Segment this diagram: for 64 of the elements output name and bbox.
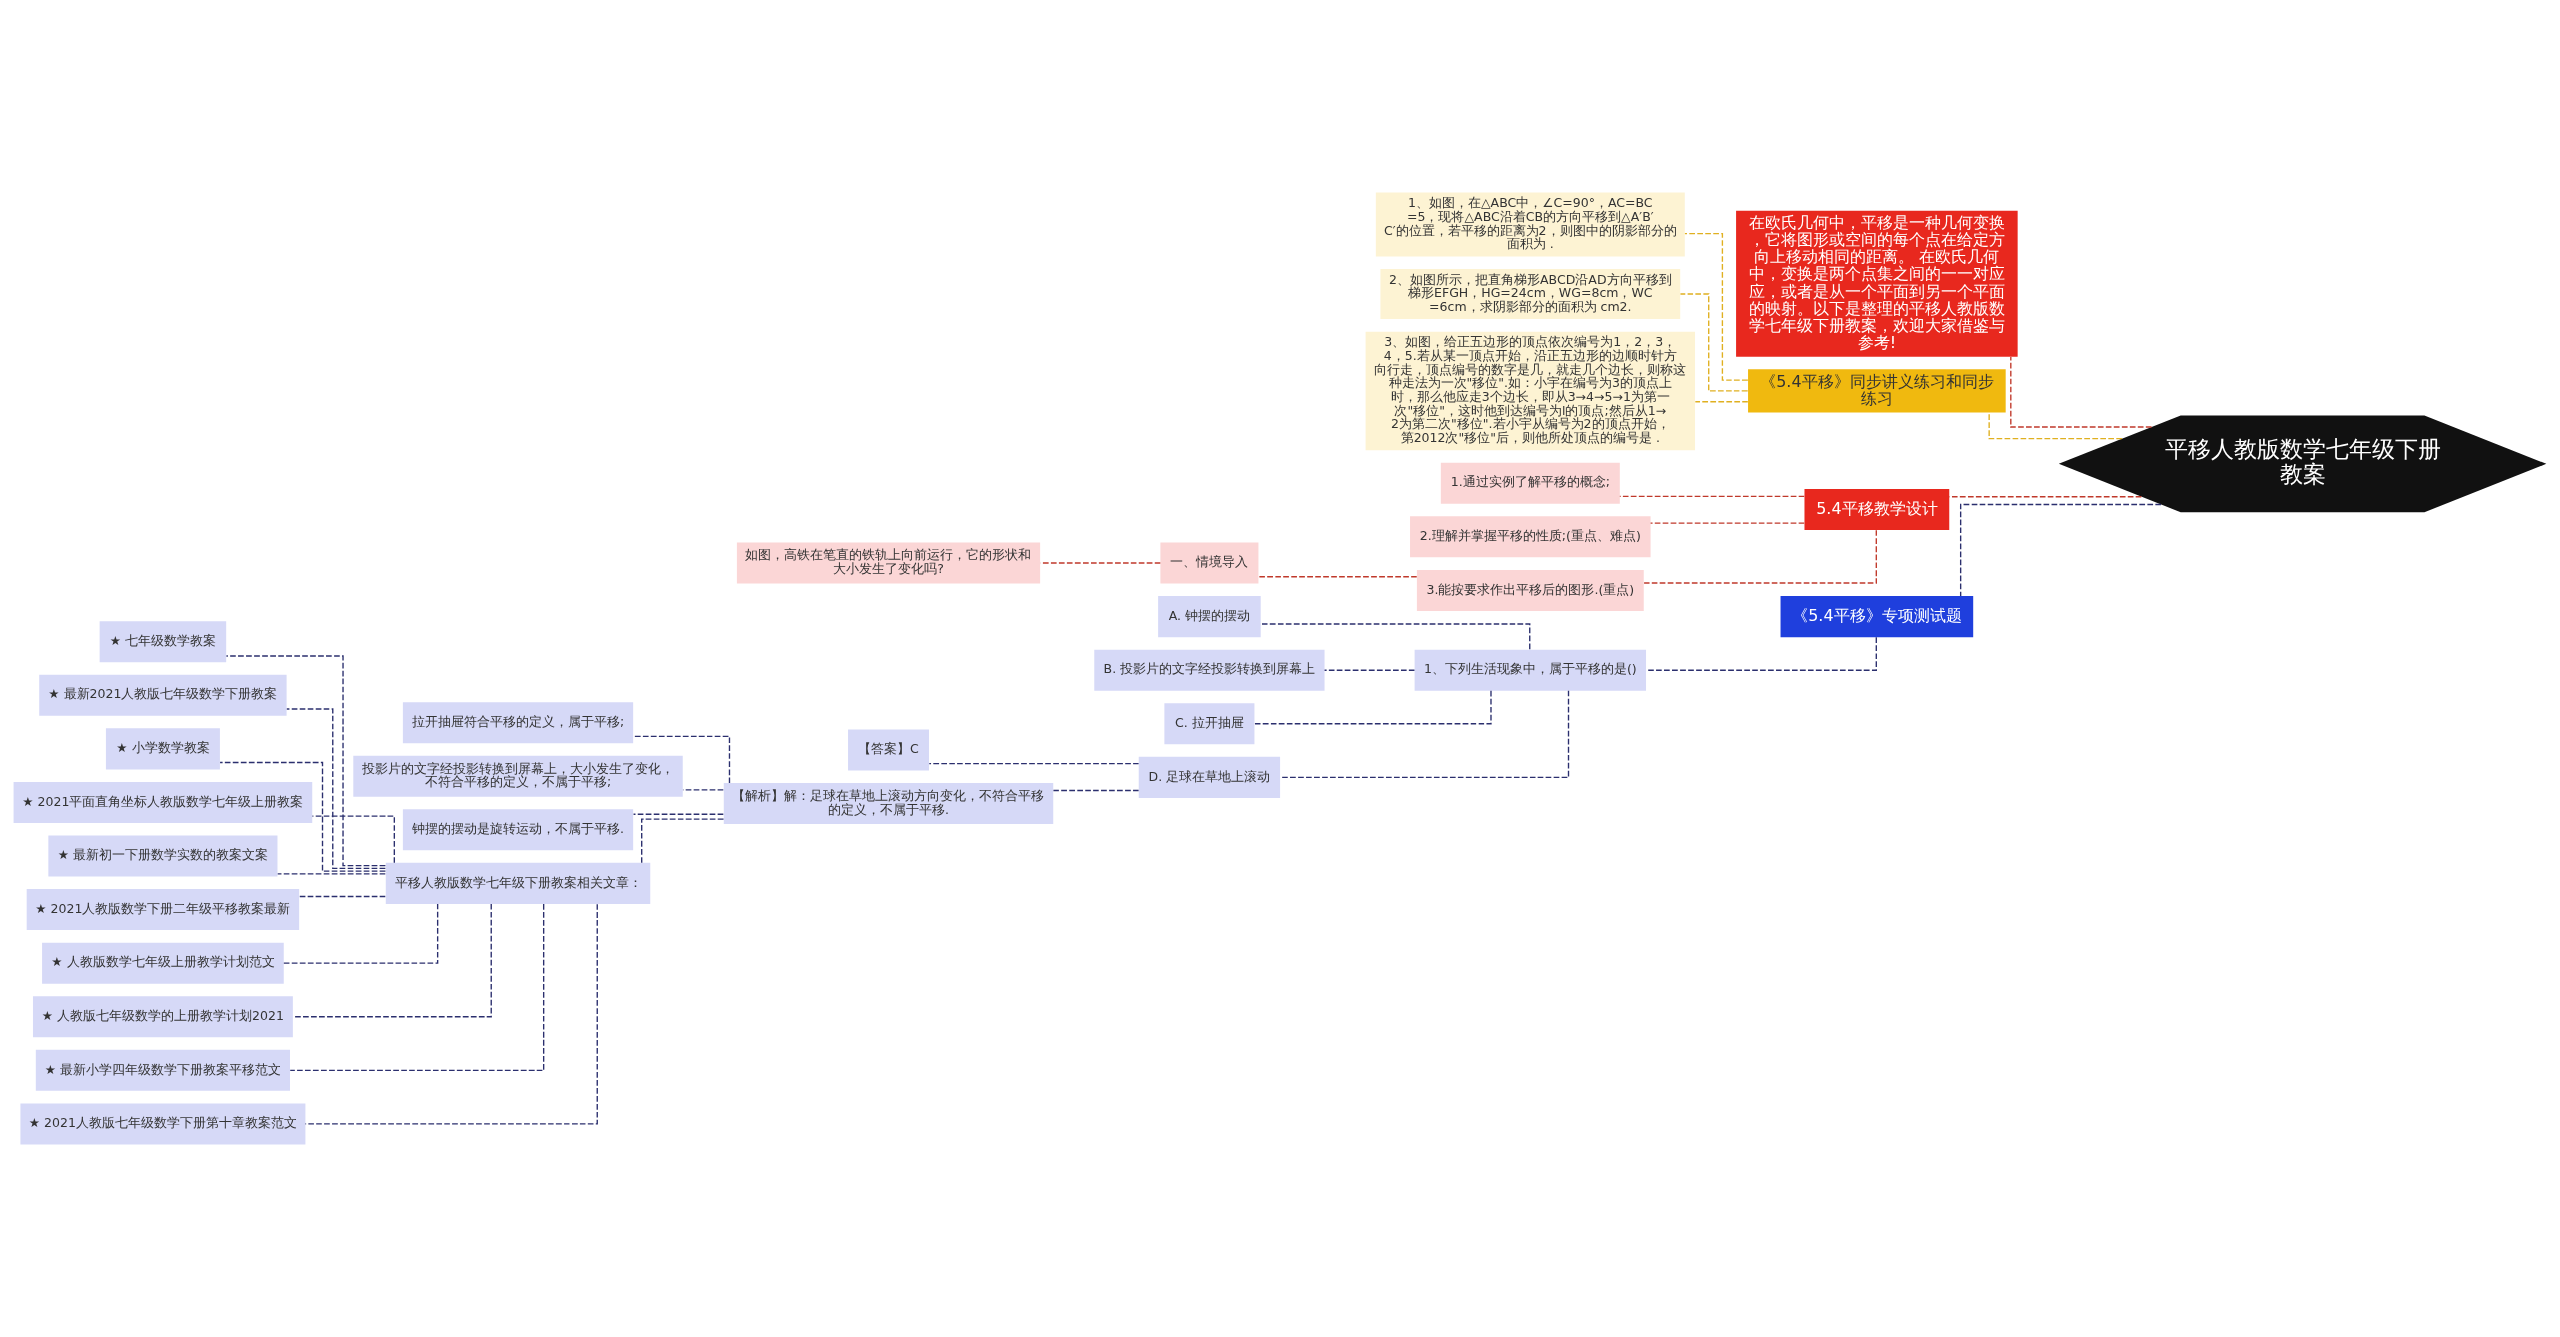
- node-box: ★ 小学数学教案: [105, 728, 220, 770]
- connector: [1039, 562, 1161, 564]
- node-box: 5.4平移教学设计: [1804, 488, 1950, 530]
- node-box: 1.通过实例了解平移的概念;: [1440, 462, 1620, 504]
- node-box: 1、如图，在△ABC中，∠C=90°，AC=BC=5，现将△ABC沿着CB的方向平移到△A′B′C′的位置，若平移的距离为2，则图中的阴影部分的面积为 .: [1375, 192, 1685, 257]
- connector: [1694, 401, 1749, 403]
- node-box: ★ 最新小学四年级数学下册教案平移范文: [35, 1049, 290, 1091]
- node-box: 2、如图所示，把直角梯形ABCD沿AD方向平移到梯形EFGH，HG=24cm，WG=8cm，WC=6cm，求阴影部分的面积为 cm2.: [1380, 268, 1681, 320]
- node-box: 【答案】C: [848, 729, 929, 771]
- node-box: ★ 七年级数学教案: [99, 621, 227, 663]
- connector: [1649, 522, 1805, 524]
- connector: [1619, 495, 1805, 498]
- connector: [928, 763, 1140, 765]
- connector: [1052, 789, 1140, 792]
- node-box: A. 钟摆的摆动: [1158, 596, 1261, 638]
- node-box: 3、如图，给正五边形的顶点依次编号为1，2，3，4，5.若从某一顶点开始，沿正五边形的边顺时针方向行走，顶点编号的数字是几，就走几个边长，则称这种走法为一次"移位".如：小宇在编号为3的顶点上时，那么他应走3个边长，即从3→4→5→1为第一次"移位"，这时他到达编号为l的顶点;然后从1→2为第二次"移位".若小宇从编号为2的顶点开始，第2012次"移位"后，则他所处顶点的编号是 .: [1365, 331, 1696, 451]
- node-box: 2.理解并掌握平移的性质;(重点、难点): [1410, 516, 1651, 558]
- connector: [289, 903, 545, 1072]
- node-box: B. 投影片的文字经投影转换到屏幕上: [1094, 649, 1325, 691]
- connector: [298, 895, 386, 898]
- node-box: ★ 人教版七年级数学的上册教学计划2021: [32, 996, 293, 1038]
- connector: [2010, 356, 2153, 428]
- node-box: 3.能按要求作出平移后的图形.(重点): [1416, 569, 1644, 611]
- node-box: ★ 最新2021人教版七年级数学下册教案: [39, 674, 287, 716]
- connector: [219, 761, 387, 872]
- node-box: 平移人教版数学七年级下册教案相关文章：: [385, 862, 651, 904]
- node-box: 《5.4平移》同步讲义练习和同步练习: [1748, 369, 2006, 413]
- node-box: D. 足球在草地上滚动: [1138, 756, 1281, 798]
- connector: [632, 813, 724, 815]
- node-box: 在欧氏几何中，平移是一种几何变换，它将图形或空间的每个点在给定方向上移动相同的距离。 在欧氏几何中，变换是两个点集之间的一一对应应，或者是从一个平面到另一个平面的映射。以下是整理的平移人教版数学七年级下册教案，欢迎大家借鉴与参考!: [1736, 210, 2018, 357]
- connector: [1679, 293, 1749, 392]
- node-box: 一、情境导入: [1160, 542, 1259, 584]
- connector: [1279, 690, 1570, 779]
- connector: [311, 815, 395, 864]
- node-box: ★ 人教版数学七年级上册教学计划范文: [42, 942, 284, 984]
- node-box: 投影片的文字经投影转换到屏幕上，大小发生了变化，不符合平移的定义，不属于平移;: [353, 755, 683, 797]
- connector: [1253, 690, 1492, 725]
- node-box: 拉开抽屉符合平移的定义，属于平移;: [402, 702, 634, 744]
- node-box: 《5.4平移》专项测试题: [1780, 596, 1974, 638]
- node-box: ★ 最新初一下册数学实数的教案文案: [48, 835, 278, 877]
- node-box: 钟摆的摆动是旋转运动，不属于平移.: [402, 809, 634, 851]
- connector: [1258, 576, 1418, 578]
- connector: [1323, 669, 1416, 671]
- connector: [1959, 503, 2162, 597]
- node-box: ★ 2021平面直角坐标人教版数学七年级上册教案: [13, 781, 313, 823]
- connector: [286, 708, 387, 870]
- node-box: ★ 2021人教版数学下册二年级平移教案最新: [26, 889, 300, 931]
- connector: [1643, 529, 1877, 584]
- connector: [292, 903, 492, 1018]
- node-box: 【解析】解：足球在草地上滚动方向变化，不符合平移的定义，不属于平移.: [723, 783, 1054, 825]
- connector: [283, 903, 439, 964]
- node-box: 1、下列生活现象中，属于平移的是(): [1414, 649, 1646, 691]
- connector: [1645, 636, 1877, 671]
- connector: [632, 735, 731, 784]
- connector: [1988, 412, 2123, 440]
- node-box: 如图，高铁在笔直的铁轨上向前运行，它的形状和大小发生了变化吗?: [736, 542, 1041, 584]
- node-box: C. 拉开抽屉: [1164, 703, 1255, 745]
- connector: [304, 903, 598, 1125]
- node-box: ★ 2021人教版七年级数学下册第十章教案范文: [20, 1103, 306, 1145]
- connector: [1948, 496, 2142, 498]
- connector: [1684, 232, 1749, 381]
- connector: [225, 655, 387, 867]
- connector: [277, 873, 386, 875]
- connector: [641, 818, 725, 864]
